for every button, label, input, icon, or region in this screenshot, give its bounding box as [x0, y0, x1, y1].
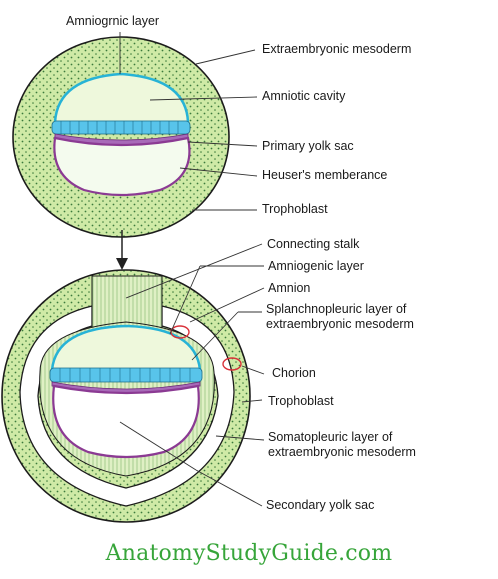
secondary-yolk-sac-shape — [52, 384, 200, 459]
trophoblast-top-shape — [12, 36, 230, 238]
label-splanchnopleuric: Splanchnopleuric layer of extraembryonic… — [266, 302, 414, 331]
label-somatopleuric: Somatopleuric layer of extraembryonic me… — [268, 430, 416, 459]
transition-arrow-icon — [116, 230, 128, 270]
label-amniogenic-layer-top: Amniogrnic layer — [66, 14, 160, 28]
ectoderm-layer-top — [51, 120, 191, 135]
amniotic-cavity-top-shape — [53, 72, 190, 124]
stage-primary-yolk-sac — [12, 36, 230, 238]
label-chorion: Chorion — [272, 366, 316, 380]
chorion-mark-right — [222, 357, 242, 371]
label-connecting-stalk: Connecting stalk — [267, 237, 360, 251]
ectoderm-layer-bottom — [49, 367, 203, 383]
label-amniogenic-layer-bottom: Amniogenic layer — [268, 259, 364, 273]
label-secondary-yolk-sac: Secondary yolk sac — [266, 498, 375, 512]
label-amniotic-cavity: Amniotic cavity — [262, 89, 346, 103]
label-amnion: Amnion — [268, 281, 311, 295]
leader-lines — [119, 32, 265, 507]
stage-secondary-yolk-sac — [1, 269, 251, 523]
label-heusers-membrane: Heuser's memberance — [262, 168, 388, 182]
primary-yolk-sac-shape — [53, 136, 191, 197]
label-trophoblast-bottom: Trophoblast — [268, 394, 334, 408]
label-primary-yolk-sac: Primary yolk sac — [262, 139, 354, 153]
amniotic-cavity-bottom-shape — [50, 324, 202, 372]
label-extraembryonic-mesoderm: Extraembryonic mesoderm — [262, 42, 412, 56]
label-trophoblast-top: Trophoblast — [262, 202, 328, 216]
watermark-text: AnatomyStudyGuide.com — [105, 541, 393, 566]
